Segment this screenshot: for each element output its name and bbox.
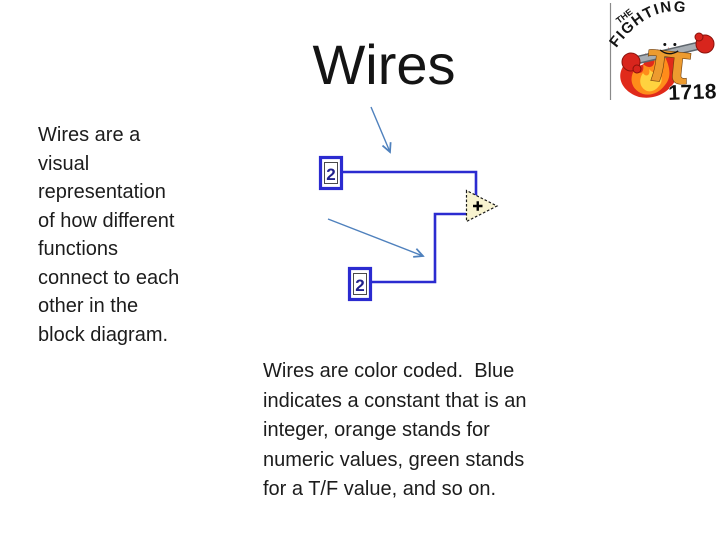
boxing-gloves-icon (621, 32, 715, 74)
pi-glyph: π (643, 28, 694, 97)
constant-top-value: 2 (326, 165, 335, 184)
numeric-constant-bottom: 2 (347, 266, 373, 302)
plus-icon (473, 201, 483, 211)
glove-left-thumb (632, 64, 642, 74)
wires-group (343, 170, 478, 284)
team-number: 1718 (668, 80, 717, 103)
team-logo: π FIGHTING THE 1718 (609, 0, 720, 103)
pi-eye-right (673, 43, 677, 47)
wire-bottom (372, 212, 466, 284)
add-function-node (465, 189, 499, 223)
pi-eye-left (663, 42, 667, 46)
bottom-text-block: Wires are color coded. Blue indicates a … (263, 360, 527, 500)
glove-right-thumb (694, 32, 704, 42)
constant-bottom-value: 2 (355, 276, 364, 295)
numeric-constant-top: 2 (318, 155, 344, 191)
constant-top-inner-frame (324, 162, 338, 184)
annotation-arrow-top (370, 106, 390, 152)
constant-bottom-inner-frame (353, 273, 367, 295)
fighting-pi-character: π (643, 27, 695, 97)
wire-top (343, 170, 478, 196)
pi-mouth (659, 49, 679, 55)
annotation-arrow-bottom (327, 218, 423, 256)
flame-core (640, 65, 662, 92)
slide-title: Wires (312, 33, 456, 96)
flames-icon (620, 47, 679, 98)
left-text-block: Wires are a visual representation of how… (38, 124, 180, 346)
wires-diagram: 2 2 (318, 106, 499, 302)
